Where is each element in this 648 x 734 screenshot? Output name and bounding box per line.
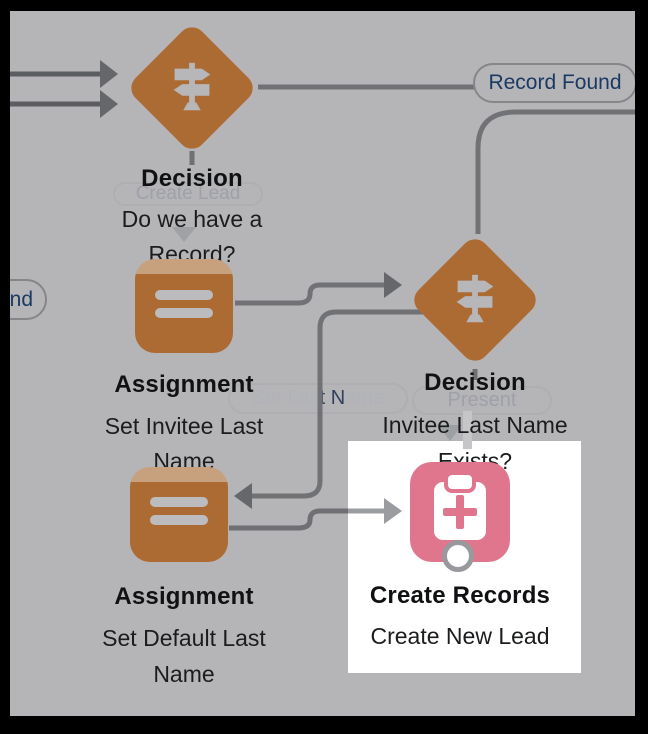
assignment1-type-label: Assignment <box>114 371 254 398</box>
assignment-equals-icon <box>150 497 208 507</box>
decision-signpost-icon <box>173 62 211 111</box>
assignment2-name: Set Default Last Name <box>64 620 304 692</box>
decision1-name-line1: Do we have a <box>121 206 263 232</box>
ghost-label-text-highlight: t N <box>319 387 346 409</box>
assignment-equals-icon <box>155 290 213 300</box>
connector-label-text: nd <box>9 287 33 311</box>
frame-left <box>0 0 10 734</box>
frame-right <box>635 0 648 734</box>
assignment2-node[interactable] <box>130 467 228 562</box>
assignment-equals-icon <box>150 515 208 525</box>
ghost-label-text: Present <box>447 389 517 411</box>
assignment1-name-line1: Set Invitee Last <box>104 413 264 439</box>
create-records-clipboard-icon <box>434 471 486 540</box>
decision-signpost-icon <box>456 274 494 323</box>
create-records-type-label: Create Records <box>369 582 551 609</box>
connector-label-create-lead-ghost: Create Lead <box>113 182 263 206</box>
frame-bottom <box>0 716 648 734</box>
connector-label-text: Record Found <box>488 71 622 94</box>
decision1-node[interactable] <box>125 21 259 155</box>
assignment1-node[interactable] <box>135 259 233 353</box>
connector-handle-circle[interactable] <box>442 540 474 572</box>
connector-label-record-found[interactable]: Record Found <box>473 63 637 103</box>
decision2-name-line1: Invitee Last Name <box>382 412 568 438</box>
assignment2-name-line2: Name <box>153 661 215 687</box>
decision2-type-label: Decision <box>424 369 526 396</box>
create-records-name: Create New Lead <box>370 623 550 649</box>
frame-top <box>0 0 648 11</box>
decision1-type-label: Decision <box>141 165 243 192</box>
assignment2-name-line1: Set Default Last <box>102 625 266 651</box>
assignment2-type-label: Assignment <box>114 583 254 610</box>
ghost-label-text: Create Lead <box>135 183 241 204</box>
assignment-equals-icon <box>155 308 213 318</box>
decision2-node[interactable] <box>408 233 542 367</box>
